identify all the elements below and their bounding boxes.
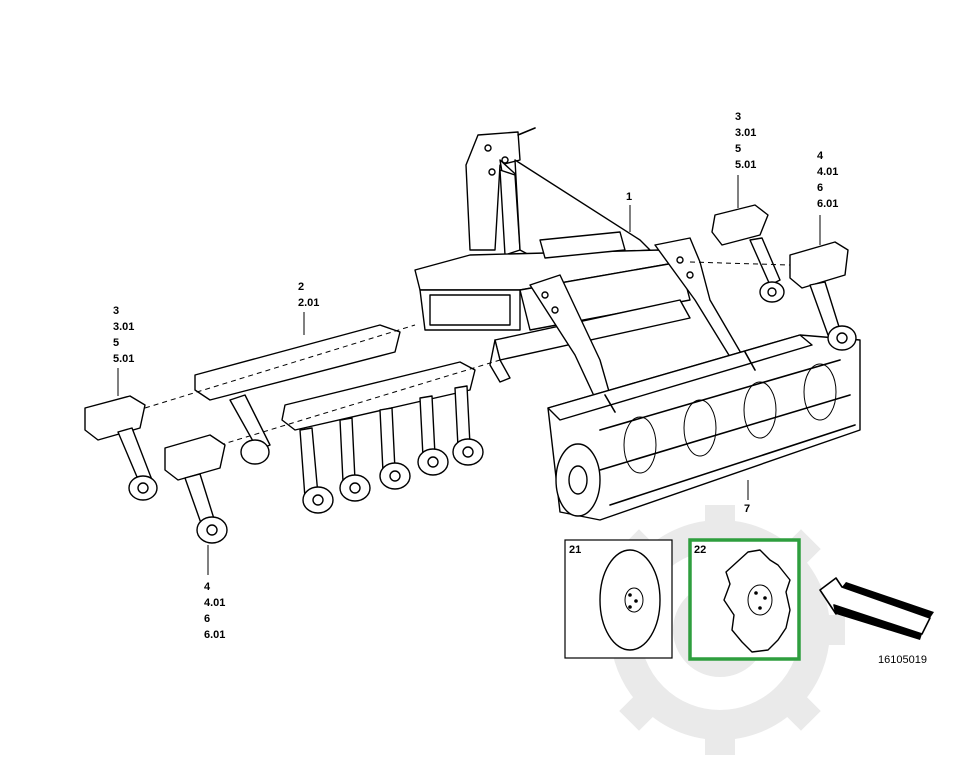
svg-text:2.01: 2.01 xyxy=(298,297,319,309)
svg-text:5: 5 xyxy=(735,143,741,155)
reference-number: 16105019 xyxy=(878,654,927,666)
svg-text:3.01: 3.01 xyxy=(113,321,134,333)
svg-text:21: 21 xyxy=(569,544,581,556)
main-frame xyxy=(414,127,746,399)
callout-center-gangs: 2 2.01 xyxy=(298,281,319,309)
svg-text:4.01: 4.01 xyxy=(204,597,225,609)
leader-lines xyxy=(117,175,821,575)
callout-left-outer-arm: 3 3.01 5 5.01 xyxy=(113,305,134,365)
arrow-icon xyxy=(819,577,934,640)
svg-text:4.01: 4.01 xyxy=(817,166,838,178)
callout-right-upper-arm: 3 3.01 5 5.01 xyxy=(735,111,756,171)
callout-roller: 7 xyxy=(744,503,750,515)
right-upper-arm-assembly xyxy=(711,204,785,303)
svg-text:6.01: 6.01 xyxy=(817,198,838,210)
svg-text:5.01: 5.01 xyxy=(735,159,756,171)
svg-text:2: 2 xyxy=(298,281,304,293)
svg-text:3: 3 xyxy=(113,305,119,317)
left-lower-arm-assembly xyxy=(164,434,228,544)
roller-assembly xyxy=(547,334,861,521)
callout-left-lower-arm: 4 4.01 6 6.01 xyxy=(204,581,225,641)
svg-text:3: 3 xyxy=(735,111,741,123)
gang-hubs xyxy=(240,438,484,514)
svg-text:6.01: 6.01 xyxy=(204,629,225,641)
callout-frame: 1 xyxy=(626,191,632,203)
left-outer-arm-assembly xyxy=(84,395,158,501)
right-outer-arm-assembly xyxy=(789,241,857,351)
gang-arms xyxy=(229,385,471,499)
detail-box-21[interactable]: 21 xyxy=(564,539,673,659)
svg-text:5.01: 5.01 xyxy=(113,353,134,365)
svg-text:4: 4 xyxy=(204,581,211,593)
svg-text:5: 5 xyxy=(113,337,119,349)
svg-text:6: 6 xyxy=(204,613,210,625)
center-gang-assembly xyxy=(194,324,484,514)
svg-text:22: 22 xyxy=(694,544,706,556)
svg-text:6: 6 xyxy=(817,182,823,194)
notched-disc-icon xyxy=(723,549,791,653)
callout-right-outer-arm: 4 4.01 6 6.01 xyxy=(817,150,838,210)
svg-text:3.01: 3.01 xyxy=(735,127,756,139)
detail-box-22[interactable]: 22 xyxy=(688,538,801,661)
svg-text:4: 4 xyxy=(817,150,824,162)
plain-disc-icon xyxy=(599,549,661,651)
